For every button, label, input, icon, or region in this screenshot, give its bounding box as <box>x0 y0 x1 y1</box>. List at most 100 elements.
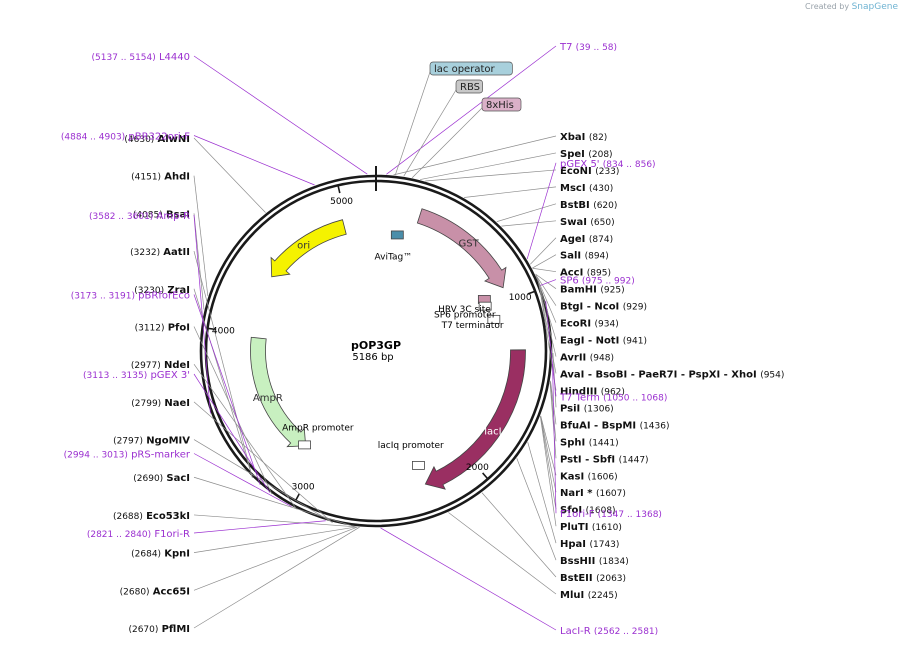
enzyme-ecori-label: EcoRI (934) <box>560 319 619 330</box>
enzyme-sali-label: SalI (894) <box>560 251 609 262</box>
enzyme-leader <box>530 237 557 265</box>
boxed-8xhis-label: 8xHis <box>486 100 514 111</box>
enzyme-naei-label: (2799) NaeI <box>131 398 190 409</box>
enzyme-btgi-ncoi-label: BtgI - NcoI (929) <box>560 302 647 313</box>
primer-laci-r-label: LacI-R (2562 .. 2581) <box>560 626 658 637</box>
primer-f1ori-f-label: F1ori-F (1347 .. 1368) <box>560 509 662 520</box>
primer-t7-term-label: T7 Term (1050 .. 1068) <box>559 392 667 403</box>
enzyme-kasi-label: KasI (1606) <box>560 471 618 482</box>
enzyme-aatii-label: (3232) AatII <box>130 247 190 258</box>
boxed-leader <box>403 89 457 177</box>
primer-pgex-5-label: pGEX 5' (834 .. 856) <box>560 159 656 170</box>
enzyme-pflmi-label: (2670) PflMI <box>128 624 190 635</box>
snapgene-credit: Created by SnapGene <box>805 2 898 12</box>
tick-label: 5000 <box>330 197 353 207</box>
primer-leader <box>193 214 211 414</box>
enzyme-leader <box>535 274 557 306</box>
enzyme-leader <box>193 526 360 629</box>
primer-pgex-3-label: (3113 .. 3135) pGEX 3' <box>83 370 190 381</box>
enzyme-leader <box>501 220 557 227</box>
ampr-promoter-marker <box>298 440 311 450</box>
primer-leader <box>380 527 557 631</box>
t7-terminator-label: T7 terminator <box>441 321 504 331</box>
feature-arrows <box>250 208 526 490</box>
primer-t7-label: T7 (39 .. 58) <box>559 42 617 53</box>
enzyme-eagi-noti-label: EagI - NotI (941) <box>560 336 647 347</box>
enzyme-leader <box>549 381 557 442</box>
primer-amp-r-label: (3582 .. 3601) Amp-R <box>89 211 190 222</box>
enzyme-leader <box>540 415 557 476</box>
boxed-rbs-label: RBS <box>460 82 480 93</box>
enzyme-pluti-label: PluTI (1610) <box>560 522 622 533</box>
enzyme-saci-label: (2690) SacI <box>133 473 190 484</box>
enzyme-leader <box>193 439 333 523</box>
avitag-marker <box>390 230 404 240</box>
boxed-8xhis-badge <box>481 97 522 112</box>
enzyme-swai-label: SwaI (650) <box>560 217 615 228</box>
enzyme-agei-label: AgeI (874) <box>560 234 613 245</box>
enzyme-leader <box>193 526 358 591</box>
enzyme-bsai-label: (4085) BsaI <box>133 209 190 220</box>
enzyme-econi-label: EcoNI (233) <box>560 166 619 177</box>
enzyme-leader <box>193 250 253 478</box>
enzyme-leader <box>193 326 273 495</box>
sp6-promoter-label: SP6 promoter <box>434 311 496 321</box>
t7-terminator-marker <box>487 314 501 324</box>
primer-leader <box>193 135 315 186</box>
primer-f1ori-r-label: (2821 .. 2840) F1ori-R <box>87 529 190 540</box>
enzyme-leader <box>540 416 557 510</box>
enzyme-leader <box>193 526 357 553</box>
label-leaders <box>193 45 557 631</box>
primer-leader <box>193 55 368 175</box>
primer-leader <box>193 373 271 493</box>
enzyme-alwni-label: (4630) AlwNI <box>124 134 190 145</box>
enzyme-zrai-label: (3230) ZraI <box>134 285 190 296</box>
tick-label: 3000 <box>292 483 315 493</box>
primer-leader <box>552 364 557 514</box>
tick-mark <box>482 472 489 480</box>
enzyme-leader <box>425 169 557 182</box>
enzyme-leader <box>448 512 557 595</box>
enzyme-leader <box>540 415 557 493</box>
enzyme-acc65i-label: (2680) Acc65I <box>120 586 190 597</box>
enzyme-leader <box>516 458 557 561</box>
enzyme-leader <box>527 442 557 544</box>
enzyme-msci-label: MscI (430) <box>560 183 613 194</box>
tick-label: 4000 <box>212 326 235 336</box>
credit-prefix: Created by <box>805 2 850 11</box>
enzyme-leader <box>481 492 557 578</box>
enzyme-leader <box>496 203 557 222</box>
plasmid-name: pOP3GP <box>351 339 401 352</box>
tick-mark <box>294 493 301 502</box>
tick-label: 1000 <box>509 293 532 303</box>
plasmid-length: 5186 bp <box>352 352 393 363</box>
label-layer: pOP3GP 5186 bp 10002000300040005000GSTla… <box>61 42 784 637</box>
enzyme-bfuai-bspmi-label: BfuAI - BspMI (1436) <box>560 420 670 431</box>
boxed-leader <box>394 71 431 176</box>
primer-leader <box>193 520 326 534</box>
feature-laci-arrow <box>424 349 526 490</box>
enzyme-leader <box>549 383 557 459</box>
boxed-leader <box>411 107 483 178</box>
enzyme-xbai-label: XbaI (82) <box>560 132 607 143</box>
primer-pbr322ori-f-label: (4884 .. 4903) pBR322ori-F <box>61 132 190 143</box>
enzyme-leader <box>193 137 266 213</box>
enzyme-ngomiv-label: (2797) NgoMIV <box>113 436 190 447</box>
enzyme-psii-label: PsiI (1306) <box>560 403 614 414</box>
tick-mark <box>527 290 536 295</box>
enzyme-leader <box>193 476 356 528</box>
enzyme-bstbi-label: BstBI (620) <box>560 200 617 211</box>
hrv-label: HRV 3C site <box>438 305 491 315</box>
primer-sp6-label: SP6 (975 .. 992) <box>560 276 635 287</box>
primer-leader <box>545 300 557 397</box>
primer-leader <box>193 453 292 507</box>
primer-leader <box>193 294 261 485</box>
feature-ori-label: ori <box>297 240 310 251</box>
enzyme-leader <box>540 416 557 527</box>
enzyme-leader <box>532 267 557 273</box>
primer-pbrforeco-label: (3173 .. 3191) pBRforEco <box>71 291 190 302</box>
enzyme-hindiii-label: HindIII (962) <box>560 386 625 397</box>
enzyme-ahdi-label: (4151) AhdI <box>131 172 190 183</box>
enzyme-leader <box>532 254 557 269</box>
tick-label: 2000 <box>466 463 489 473</box>
